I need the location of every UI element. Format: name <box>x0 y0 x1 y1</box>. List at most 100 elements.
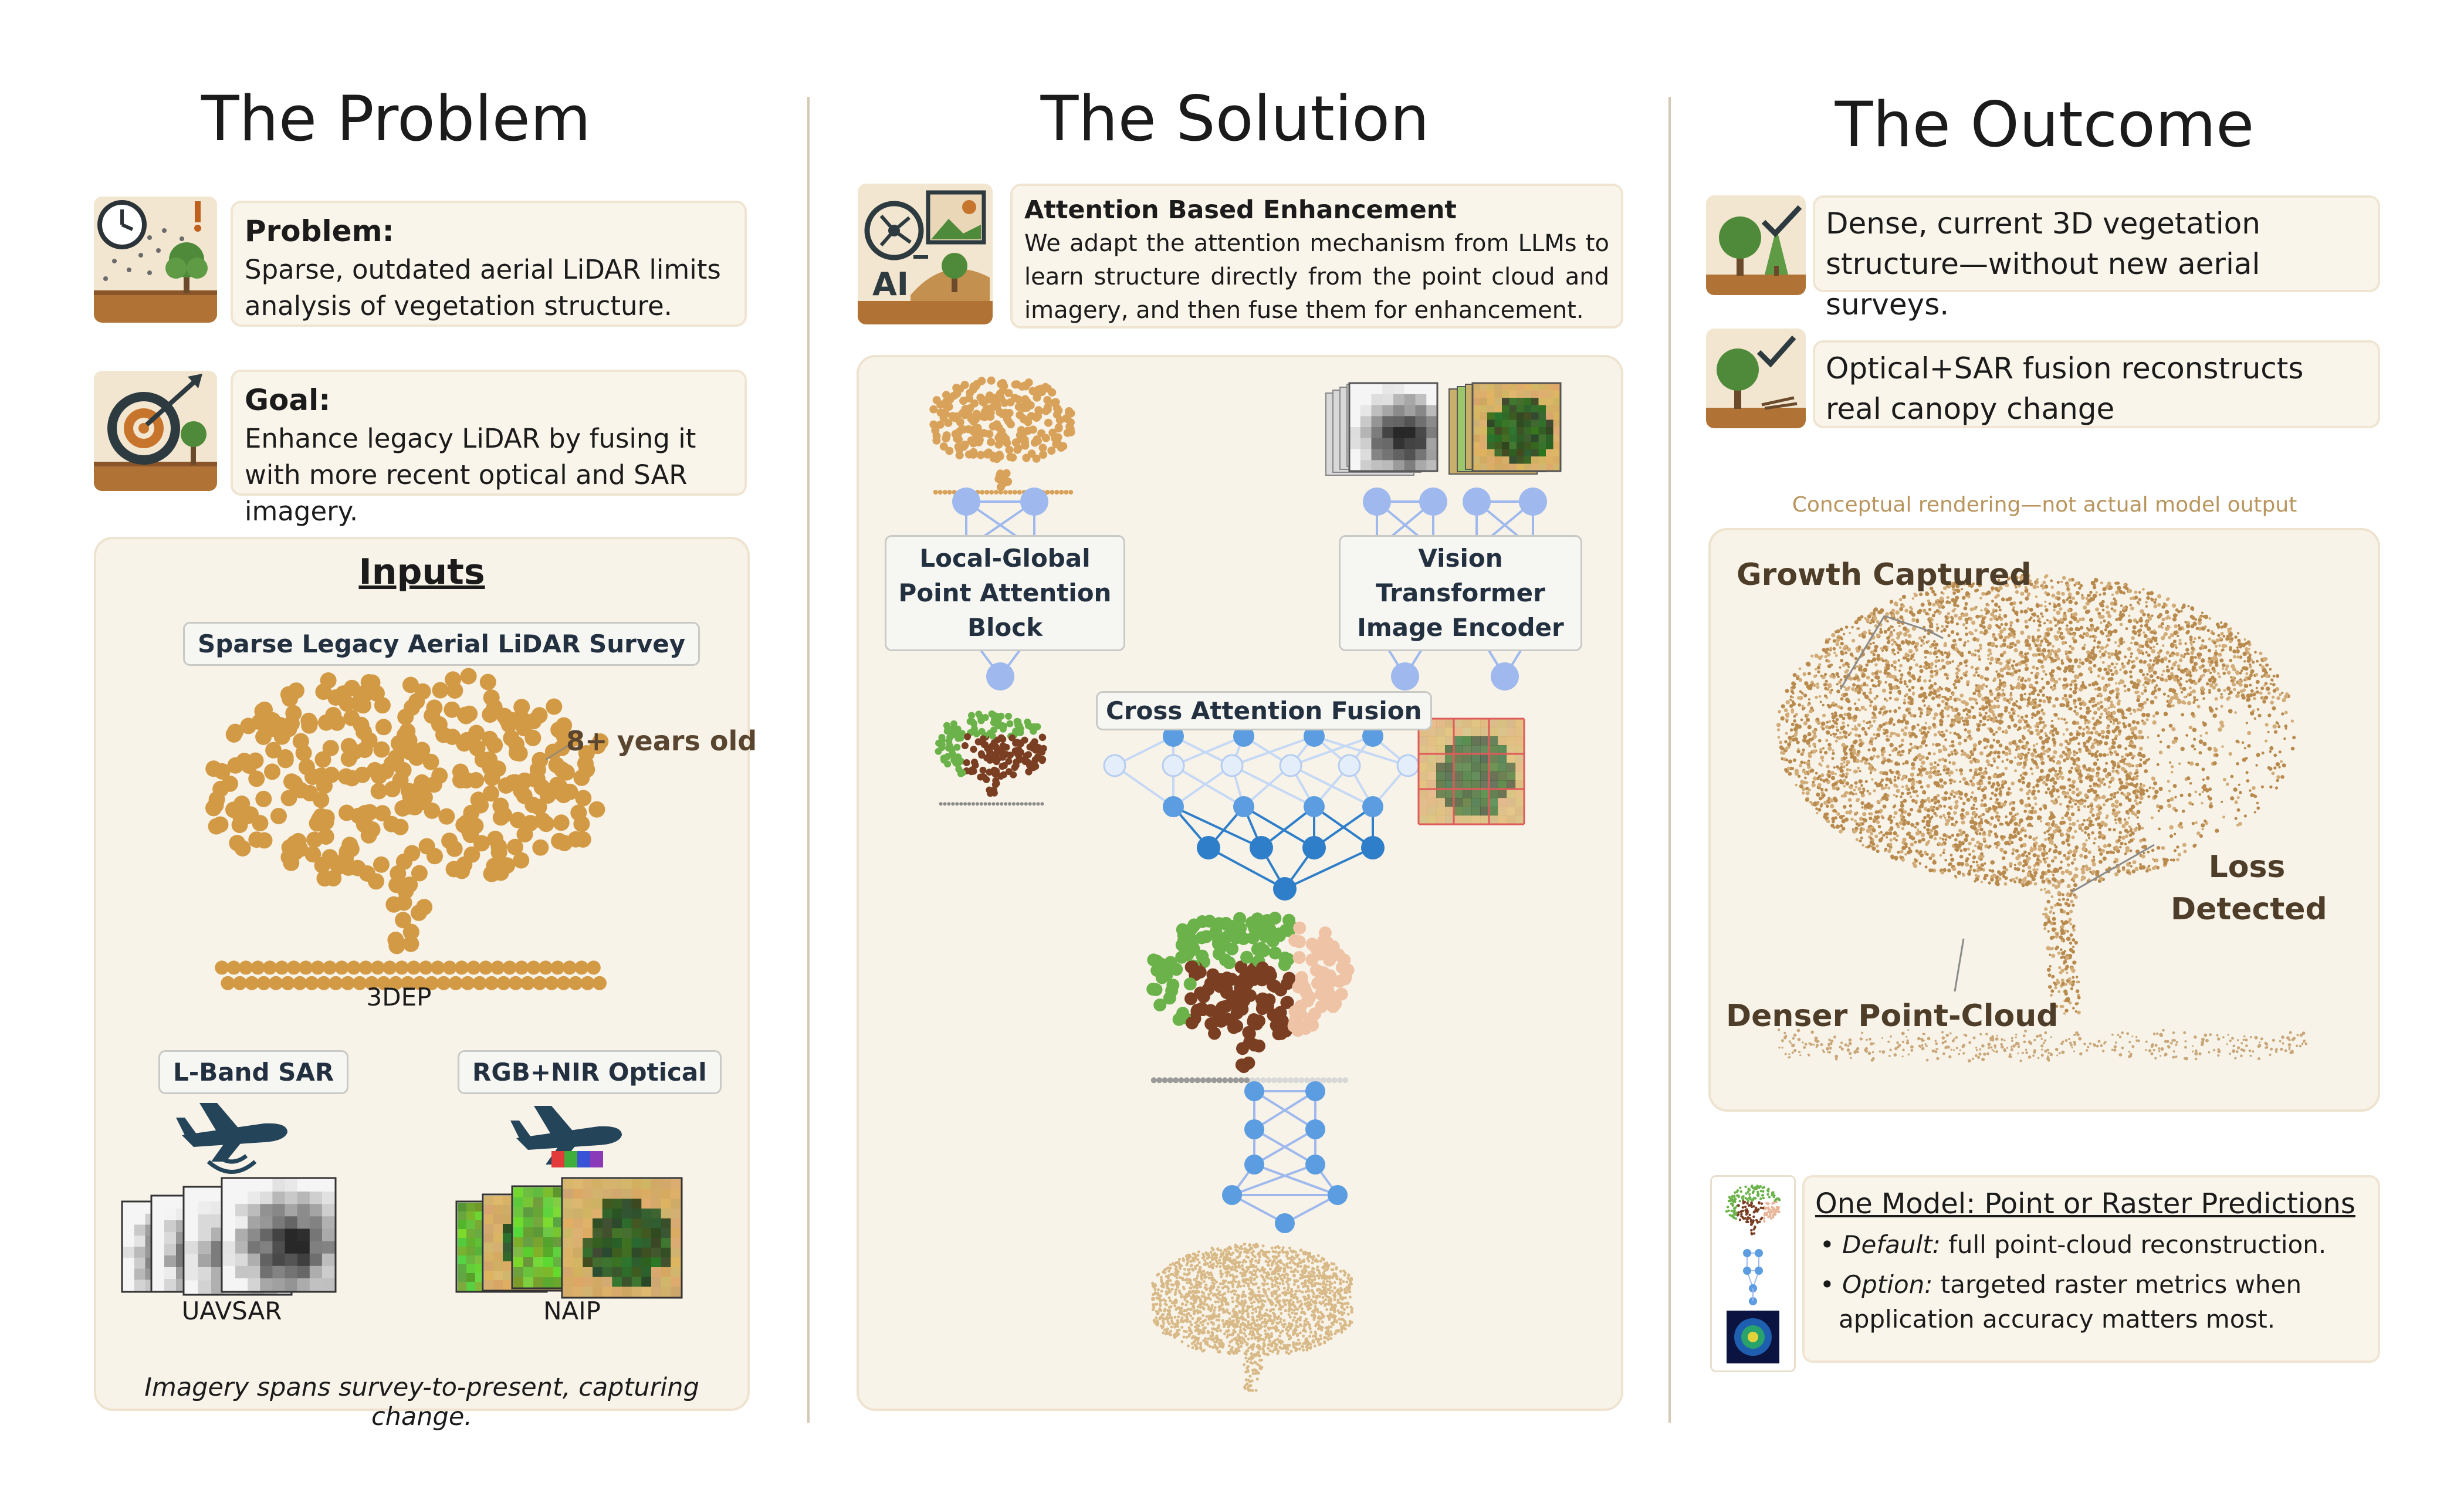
network-node <box>1519 488 1547 516</box>
outcome-card-1-text: Dense, current 3D vegetation structure—w… <box>1826 207 2260 321</box>
annotation-leaders <box>1839 615 2155 992</box>
network-edge <box>1254 1128 1316 1166</box>
sar-source: UAVSAR <box>181 1297 282 1325</box>
problem-heading: Problem: <box>245 214 394 248</box>
network-edge <box>1253 1090 1316 1131</box>
network-node <box>1163 726 1184 747</box>
network-node <box>1273 877 1297 901</box>
network-node <box>1233 796 1254 817</box>
network-node <box>1103 754 1126 777</box>
network-edge <box>1231 1163 1316 1196</box>
enhanced-point-cloud <box>1151 1243 1353 1392</box>
dense-label: Denser Point-Cloud <box>1726 999 2059 1034</box>
network-node <box>1419 488 1447 516</box>
network-node <box>1396 754 1420 777</box>
network-edge <box>1243 805 1315 849</box>
network-node <box>1197 836 1220 859</box>
network-edge <box>1231 735 1315 767</box>
vit-label: Vision Transformer Image Encoder <box>1339 535 1582 652</box>
ground-points <box>939 802 1044 806</box>
ground-scatter <box>1777 1028 2308 1063</box>
network-node <box>1361 836 1385 859</box>
network-node <box>1250 836 1273 859</box>
loss-label: Loss Detected <box>2171 849 2327 927</box>
sar-label: L-Band SAR <box>158 1050 349 1094</box>
naip-frame-4 <box>561 1177 683 1299</box>
network-node <box>1391 662 1419 691</box>
attention-card: Attention Based Enhancement We adapt the… <box>1010 184 1623 329</box>
attention-patch-grid <box>1417 717 1525 825</box>
network-node <box>1463 488 1491 516</box>
ground-points <box>1150 1077 1349 1084</box>
network-node <box>1491 662 1519 691</box>
network-edge <box>1113 764 1175 808</box>
network-edge <box>1208 847 1285 890</box>
optical-source: NAIP <box>543 1297 601 1325</box>
column-separator-2 <box>1668 97 1671 1423</box>
model-bullet-1: • Default: full point-cloud reconstructi… <box>1820 1230 2327 1260</box>
solution-title: The Solution <box>1040 83 1430 155</box>
network-node <box>1362 726 1383 747</box>
outcome-title: The Outcome <box>1835 89 2255 161</box>
model-heading: One Model: Point or Raster Predictions <box>1815 1187 2355 1220</box>
network-node <box>1020 488 1048 516</box>
dense-tree-points <box>1776 574 2296 1015</box>
sar-frame-4 <box>221 1177 337 1293</box>
network-edge <box>1172 764 1233 808</box>
lidar-survey-label: Sparse Legacy Aerial LiDAR Survey <box>183 622 700 666</box>
fusion-label: Cross Attention Fusion <box>1096 691 1432 730</box>
network-node <box>1305 1155 1325 1175</box>
column-separator-1 <box>807 97 810 1423</box>
problem-card: Problem: Sparse, outdated aerial LiDAR l… <box>231 201 747 327</box>
lidar-source: 3DEP <box>366 983 432 1011</box>
outcome-render-panel <box>1708 528 2380 1112</box>
network-node <box>1305 1119 1325 1139</box>
sparse-lidar-tree <box>205 668 609 990</box>
ground-points <box>933 490 1074 495</box>
network-node <box>1244 1081 1264 1101</box>
network-edge <box>1284 847 1373 890</box>
network-edge <box>1172 764 1245 808</box>
point-block-label: Local-Global Point Attention Block <box>885 535 1125 652</box>
input-point-cloud <box>929 376 1075 492</box>
network-node <box>1304 726 1325 747</box>
network-node <box>986 662 1014 691</box>
network-node <box>1222 1185 1242 1205</box>
model-bullet-2-lead: Option: <box>1842 1270 1933 1299</box>
optical-label: RGB+NIR Optical <box>458 1050 722 1094</box>
ai-image-icon: AI <box>858 184 993 324</box>
problem-text: Sparse, outdated aerial LiDAR limits ana… <box>245 254 721 322</box>
network-node <box>952 488 980 516</box>
problem-title: The Problem <box>201 83 591 155</box>
network-node <box>1233 726 1254 747</box>
network-edge <box>1313 805 1374 849</box>
trees-check-icon <box>1706 195 1806 295</box>
model-card: One Model: Point or Raster Predictions •… <box>1802 1175 2380 1363</box>
model-output-icon <box>1710 1175 1796 1372</box>
network-node <box>1328 1185 1348 1205</box>
ground-points <box>215 960 607 990</box>
fused-point-cloud <box>1146 912 1355 1074</box>
goal-heading: Goal: <box>245 383 331 417</box>
svg-text:AI: AI <box>872 266 909 303</box>
network-node <box>1163 796 1184 817</box>
mini-tree <box>1725 1184 1781 1236</box>
network-edge <box>1290 735 1373 767</box>
model-bullet-1-lead: Default: <box>1842 1230 1941 1260</box>
network-node <box>1305 1081 1325 1101</box>
dense-reconstructed-tree <box>1776 574 2308 1063</box>
lidar-points <box>205 668 609 955</box>
attention-text: We adapt the attention mechanism from LL… <box>1024 230 1609 324</box>
outcome-card-2: Optical+SAR fusion reconstructs real can… <box>1813 340 2380 428</box>
sar-plane-icon <box>176 1103 287 1174</box>
naip-image-stack <box>455 1177 683 1299</box>
network-edge <box>1173 735 1244 767</box>
model-bullet-2-text: targeted raster metrics when application… <box>1839 1270 2302 1334</box>
network-edge <box>1173 805 1262 849</box>
clock-trees-icon <box>94 197 217 323</box>
model-bullet-1-text: full point-cloud reconstruction. <box>1940 1230 2327 1260</box>
network-node <box>1338 754 1361 777</box>
vit-image-inputs <box>1325 382 1562 476</box>
outcome-card-2-text: Optical+SAR fusion reconstructs real can… <box>1826 351 2304 426</box>
disclaimer: Conceptual rendering—not actual model ou… <box>1792 493 2297 517</box>
